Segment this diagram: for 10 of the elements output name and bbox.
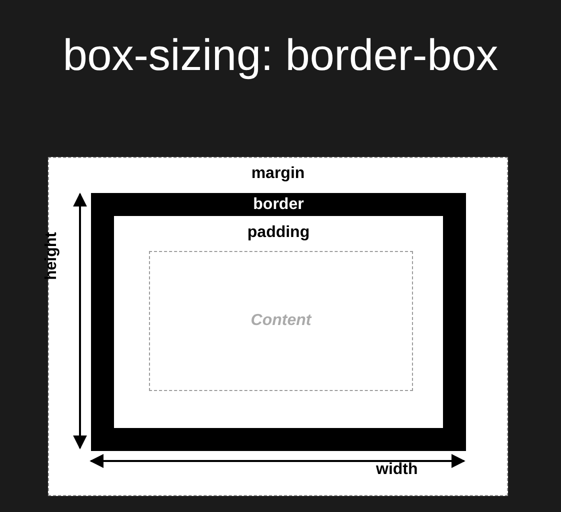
box-label: padding (246, 224, 311, 242)
box-label: border (252, 196, 305, 214)
border-box (91, 193, 466, 451)
content-box (149, 251, 413, 391)
dimension-label: width (376, 461, 418, 479)
box-label: margin (250, 165, 306, 183)
title: box-sizing: border-box (62, 30, 500, 82)
dimension-label: height (43, 232, 61, 280)
box-label: Content (250, 312, 313, 330)
padding-box (114, 216, 443, 428)
